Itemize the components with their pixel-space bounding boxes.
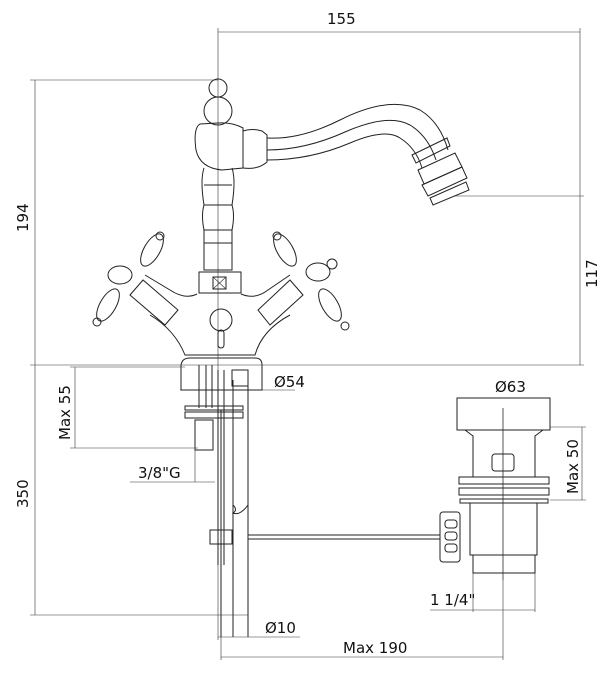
dim-hose-diameter: Ø10 [265,619,296,637]
dim-max-rod-length: Max 190 [343,639,407,657]
dim-spout-height: 117 [583,259,600,288]
dim-waste-thread: 1 1/4" [430,591,475,609]
dim-connection-thread: 3/8"G [138,464,181,482]
dim-waste-diameter: Ø63 [495,378,526,396]
dim-waste-max-thickness: Max 50 [564,439,582,494]
dim-max-deck-thickness: Max 55 [56,385,74,440]
mixer-body [92,78,470,391]
dim-total-height: 194 [14,203,32,232]
dim-hose-length: 350 [14,479,32,508]
dimension-lines [30,28,586,660]
dim-spout-reach: 155 [327,10,356,28]
under-deck-fittings [184,365,440,637]
popup-waste [439,397,551,580]
dim-base-diameter: Ø54 [274,373,305,391]
spout-aerator [411,137,470,206]
